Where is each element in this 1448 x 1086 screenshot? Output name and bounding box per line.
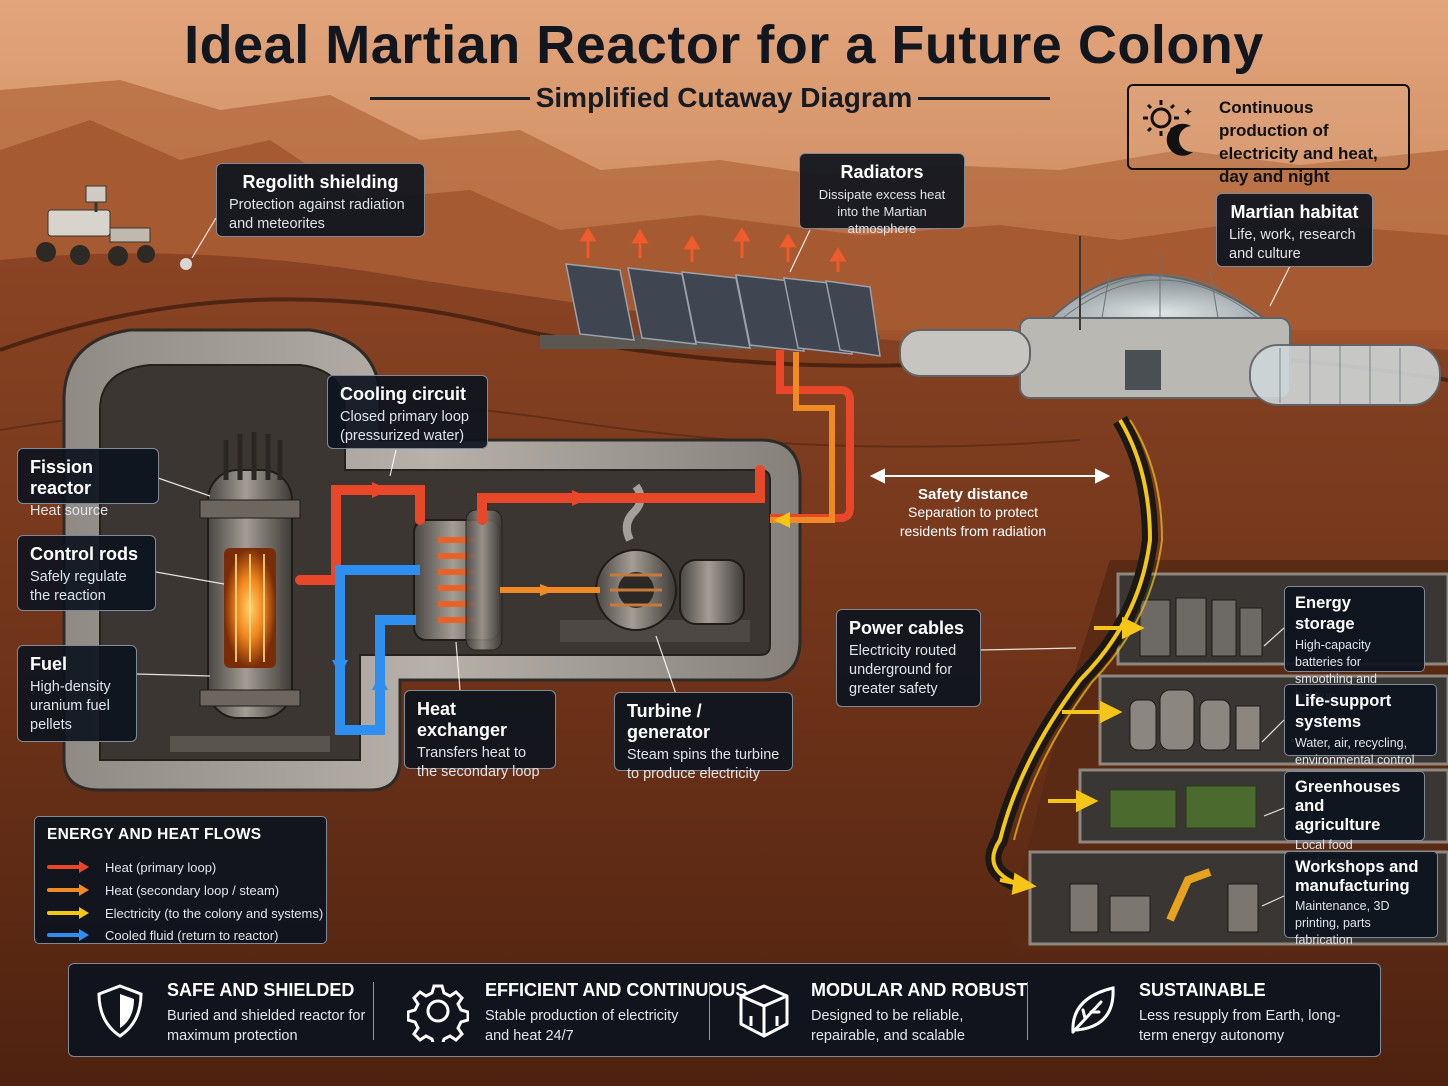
label-title: Fission reactor	[30, 457, 94, 498]
label-title: Cooling circuit	[340, 384, 466, 404]
label-text: Closed primary loop (pressurized water)	[340, 409, 469, 444]
label-fission-reactor: Fission reactor Heat source	[17, 448, 159, 519]
feature-text: Designed to be reliable, repairable, and…	[811, 1008, 965, 1044]
label-safety-distance: Safety distance Separation to protect re…	[878, 486, 1068, 541]
gear-icon	[407, 984, 469, 1042]
secondary-loop-pipe	[500, 350, 854, 596]
label-text: Steam spins the turbine to produce elect…	[627, 747, 780, 782]
blue-arrow-icon	[47, 929, 93, 941]
label-text: Protection against radiation and meteori…	[229, 197, 405, 232]
day-night-box: ✦ Continuous production of electricity a…	[1127, 84, 1410, 186]
label-text: Separation to protect residents from rad…	[899, 504, 1047, 539]
room-title: Life-support systems	[1295, 692, 1392, 731]
label-text: Transfers heat to the secondary loop	[417, 745, 540, 780]
electricity-feed-arrows	[999, 616, 1145, 895]
legend-item: Cooled fluid (return to reactor)	[47, 926, 278, 944]
yellow-arrow-icon	[47, 907, 93, 919]
label-text: High-density uranium fuel pellets	[30, 679, 111, 733]
room-title: Workshops and manufacturing	[1295, 858, 1419, 895]
primary-loop-pipe	[295, 465, 765, 585]
divider	[373, 982, 374, 1040]
sun-moon-icon: ✦	[1143, 100, 1193, 156]
feature-safe: SAFE AND SHIELDED Buried and shielded re…	[69, 964, 369, 1056]
feature-modular: MODULAR AND ROBUST Designed to be reliab…	[713, 964, 1027, 1056]
label-control-rods: Control rods Safely regulate the reactio…	[17, 535, 156, 611]
label-regolith-shielding: Regolith shielding Protection against ra…	[216, 163, 425, 237]
flow-legend: ENERGY AND HEAT FLOWS Heat (primary loop…	[34, 816, 327, 944]
feature-text: Buried and shielded reactor for maximum …	[167, 1008, 366, 1044]
legend-item: Electricity (to the colony and systems)	[47, 904, 323, 922]
leaf-icon	[1071, 986, 1115, 1034]
red-arrow-icon	[47, 861, 93, 873]
day-night-text: Continuous production of electricity and…	[1219, 98, 1378, 186]
room-text: Maintenance, 3D printing, parts fabricat…	[1295, 899, 1390, 947]
feature-title: EFFICIENT AND CONTINUOUS	[485, 980, 748, 1000]
radiator-array	[540, 227, 881, 357]
feature-text: Less resupply from Earth, long-term ener…	[1139, 1008, 1341, 1044]
label-cooling-circuit: Cooling circuit Closed primary loop (pre…	[327, 375, 488, 449]
leader-lines	[136, 217, 1291, 907]
legend-label: Cooled fluid (return to reactor)	[105, 927, 279, 943]
label-title: Radiators	[840, 162, 924, 182]
feature-sustainable: SUSTAINABLE Less resupply from Earth, lo…	[1041, 964, 1361, 1056]
room-workshops: Workshops and manufacturing Maintenance,…	[1284, 851, 1438, 947]
room-greenhouses: Greenhouses and agriculture Local food p…	[1284, 771, 1425, 869]
orange-arrow-icon	[47, 884, 93, 896]
rover	[36, 185, 155, 266]
feature-title: SAFE AND SHIELDED	[167, 980, 355, 1000]
legend-label: Electricity (to the colony and systems)	[105, 905, 324, 921]
page-title: Ideal Martian Reactor for a Future Colon…	[184, 15, 1264, 75]
label-text: Life, work, research and culture	[1229, 227, 1356, 262]
label-power-cables: Power cables Electricity routed undergro…	[836, 609, 981, 707]
label-title: Control rods	[30, 544, 138, 564]
legend-title: ENERGY AND HEAT FLOWS	[47, 826, 262, 843]
legend-item: Heat (secondary loop / steam)	[47, 881, 279, 899]
legend-label: Heat (secondary loop / steam)	[105, 882, 280, 898]
label-title: Safety distance	[917, 486, 1029, 503]
cooled-return-pipe	[332, 565, 420, 735]
room-title: Greenhouses and agriculture	[1295, 778, 1401, 834]
label-turbine-generator: Turbine / generator Steam spins the turb…	[614, 692, 793, 782]
room-life-support: Life-support systems Water, air, recycli…	[1284, 684, 1437, 767]
shield-icon	[97, 984, 143, 1038]
legend-label: Heat (primary loop)	[105, 859, 217, 875]
svg-text:✦: ✦	[1183, 105, 1193, 119]
label-text: Dissipate excess heat into the Martian a…	[818, 187, 946, 236]
page-subtitle: Simplified Cutaway Diagram	[535, 82, 913, 113]
legend-item: Heat (primary loop)	[47, 858, 216, 876]
label-title: Power cables	[849, 618, 965, 638]
label-title: Fuel	[30, 654, 68, 674]
subtitle-rule-left	[370, 97, 530, 100]
room-text: Water, air, recycling, environmental con…	[1295, 736, 1415, 767]
label-title: Heat exchanger	[417, 699, 508, 740]
feature-title: MODULAR AND ROBUST	[811, 980, 1028, 1000]
label-text: Heat source	[30, 503, 109, 519]
feature-title: SUSTAINABLE	[1139, 980, 1266, 1000]
divider	[1027, 982, 1028, 1040]
cube-icon	[739, 984, 789, 1038]
divider	[709, 982, 710, 1040]
feature-bar: SAFE AND SHIELDED Buried and shielded re…	[68, 963, 1381, 1057]
label-title: Regolith shielding	[242, 172, 399, 192]
label-title: Martian habitat	[1230, 202, 1359, 222]
room-energy-storage: Energy storage High-capacity batteries f…	[1284, 586, 1425, 703]
reactor-bunker	[62, 328, 802, 792]
label-martian-habitat: Martian habitat Life, work, research and…	[1216, 193, 1373, 267]
label-heat-exchanger: Heat exchanger Transfers heat to the sec…	[404, 690, 556, 780]
label-text: Safely regulate the reaction	[30, 569, 127, 604]
feature-text: Stable production of electricity and hea…	[485, 1008, 679, 1044]
label-title: Turbine / generator	[627, 701, 711, 742]
feature-efficient: EFFICIENT AND CONTINUOUS Stable producti…	[387, 964, 747, 1056]
room-title: Energy storage	[1295, 594, 1355, 633]
habitat-complex	[899, 236, 1441, 406]
label-fuel: Fuel High-density uranium fuel pellets	[17, 645, 137, 742]
subtitle-rule-right	[918, 97, 1050, 100]
label-text: Electricity routed underground for great…	[849, 643, 957, 697]
label-radiators: Radiators Dissipate excess heat into the…	[799, 153, 965, 236]
safety-distance-arrow	[869, 468, 1111, 484]
